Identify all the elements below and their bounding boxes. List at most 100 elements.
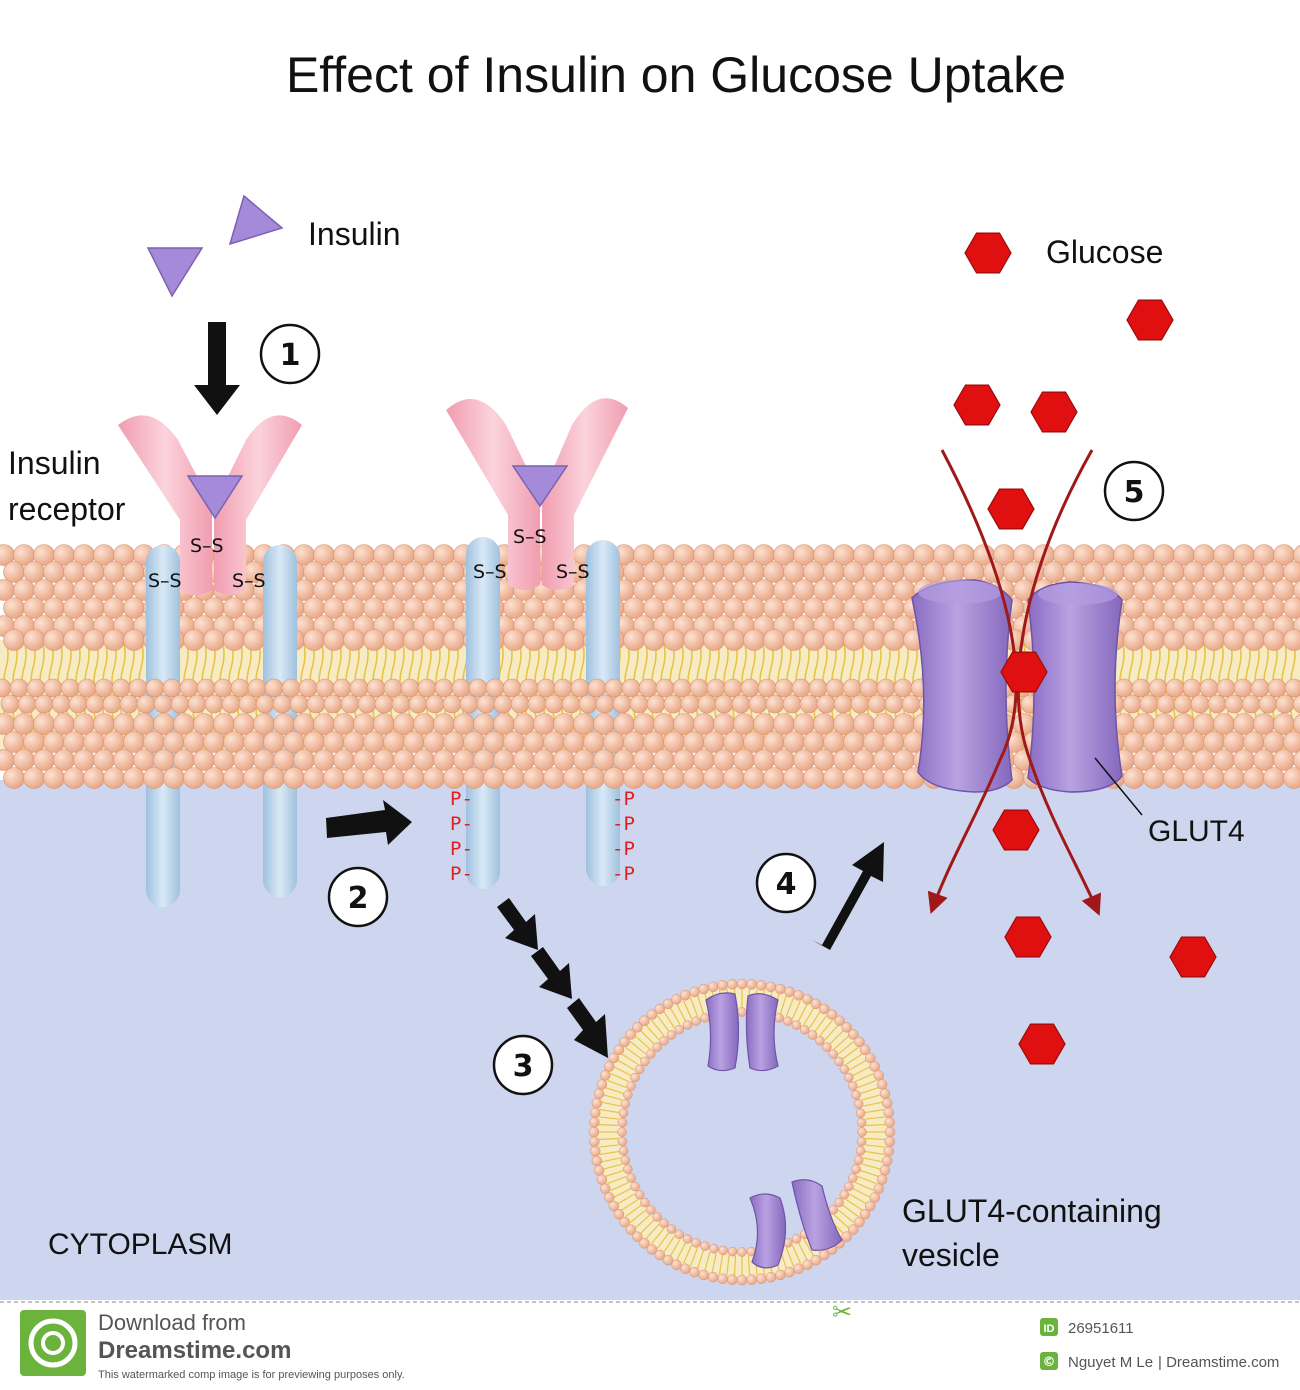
lipid-head xyxy=(43,561,65,583)
lipid-head xyxy=(587,678,607,698)
vesicle-lipid-tail xyxy=(601,1157,621,1163)
vesicle-lipid-head xyxy=(634,1189,645,1200)
glut4-right-half xyxy=(1027,581,1123,793)
author-name: Nguyet M Le xyxy=(1068,1354,1153,1371)
lipid-head xyxy=(1263,629,1285,651)
lipid-head xyxy=(883,561,905,583)
vesicle-lipid-tail xyxy=(610,1181,629,1192)
lipid-head xyxy=(383,597,405,619)
insulin-molecule xyxy=(146,247,204,298)
insulin-molecule-bound xyxy=(511,465,569,508)
lipid-head xyxy=(853,749,875,771)
lipid-head xyxy=(714,694,734,714)
lipid-head xyxy=(763,731,785,753)
lipid-head xyxy=(1063,561,1085,583)
lipid-head xyxy=(773,713,795,735)
vesicle-lipid-head xyxy=(834,1056,844,1067)
lipid-head xyxy=(510,694,530,714)
glucose-molecules xyxy=(953,232,1217,1065)
lipid-head xyxy=(850,694,870,714)
vesicle-lipid-tail xyxy=(863,1157,883,1163)
lipid-head xyxy=(1223,731,1245,753)
lipid-head xyxy=(203,629,225,651)
vesicle-lipid-head xyxy=(680,990,691,1001)
lipid-head xyxy=(83,731,105,753)
lipid-head xyxy=(363,767,385,789)
lipid-head xyxy=(570,678,590,698)
lipid-head xyxy=(343,561,365,583)
lipid-head xyxy=(803,731,825,753)
image-id: 26951611 xyxy=(1068,1320,1134,1337)
lipid-head xyxy=(706,678,726,698)
glut4-left-half xyxy=(911,579,1013,793)
vesicle-lipid-head xyxy=(674,1024,685,1035)
lipid-head xyxy=(813,713,835,735)
lipid-head xyxy=(93,713,115,735)
vesicle-lipid-head xyxy=(793,1263,804,1274)
lipid-head xyxy=(502,678,522,698)
lipid-head xyxy=(1183,731,1205,753)
lipid-head xyxy=(533,749,555,771)
vesicle-lipid-tail xyxy=(604,1169,625,1178)
lipid-head xyxy=(417,678,437,698)
vesicle-lipid-head xyxy=(869,1192,880,1203)
lipid-head xyxy=(1143,731,1165,753)
vesicle-lipid-tail xyxy=(837,1209,855,1224)
vesicle-lipid-head xyxy=(834,1197,844,1208)
vesicle-lipid-tail xyxy=(689,1247,699,1267)
lipid-head xyxy=(313,749,335,771)
lipid-head xyxy=(638,678,658,698)
lipid-head xyxy=(443,731,465,753)
lipid-head xyxy=(823,561,845,583)
lipid-head xyxy=(213,713,235,735)
lipid-head xyxy=(723,629,745,651)
lipid-head xyxy=(863,629,885,651)
vesicle-lipid-tail xyxy=(833,1035,850,1050)
lipid-head xyxy=(353,579,375,601)
vesicle-lipid-head xyxy=(639,1015,650,1026)
lipid-head xyxy=(483,767,505,789)
lipid-head xyxy=(483,731,505,753)
vesicle-lipid-head xyxy=(608,1200,620,1212)
vesicle-lipid-tail xyxy=(859,1169,880,1178)
lipid-head xyxy=(1284,678,1300,698)
lipid-head xyxy=(9,678,29,698)
lipid-head xyxy=(119,694,139,714)
vesicle-lipid-head xyxy=(600,1183,611,1194)
lipid-head xyxy=(763,561,785,583)
lipid-head xyxy=(173,749,195,771)
lipid-head xyxy=(1183,629,1205,651)
lipid-head xyxy=(563,731,585,753)
lipid-head xyxy=(170,694,190,714)
vesicle-lipid-head xyxy=(884,1126,896,1138)
vesicle-lipid-tail xyxy=(819,1019,834,1037)
lipid-head xyxy=(723,731,745,753)
vesicle-lipid-tail xyxy=(865,1144,886,1148)
lipid-head xyxy=(3,629,25,651)
phosphate-groups: P- P- P- P- -P -P -P -P xyxy=(450,788,635,885)
lipid-head xyxy=(103,767,125,789)
lipid-head xyxy=(901,694,921,714)
vesicle-lipid-tail xyxy=(598,1144,619,1148)
lipid-head xyxy=(643,597,665,619)
vesicle-lipid-head xyxy=(662,998,674,1010)
lipid-head xyxy=(383,629,405,651)
disulfide-label: S–S xyxy=(232,570,266,592)
vesicle-lipid-head xyxy=(857,1127,867,1137)
vesicle-lipid-head xyxy=(613,1044,625,1056)
vesicle-lipid-head xyxy=(718,1245,728,1256)
lipid-head xyxy=(423,597,445,619)
vesicle-lipid-head xyxy=(717,1273,728,1284)
vesicle-lipid-tail xyxy=(602,1163,623,1170)
lipid-head xyxy=(683,561,705,583)
lipid-head xyxy=(1243,731,1265,753)
lipid-head xyxy=(743,629,765,651)
vesicle-lipid-head xyxy=(617,1117,628,1128)
phosphate-label: P- xyxy=(450,788,473,810)
lipid-head xyxy=(1190,694,1210,714)
transport-arrow xyxy=(927,449,1018,914)
vesicle-lipid-head xyxy=(756,1273,767,1284)
alpha-subunit xyxy=(118,415,212,595)
lipid-head xyxy=(153,749,175,771)
